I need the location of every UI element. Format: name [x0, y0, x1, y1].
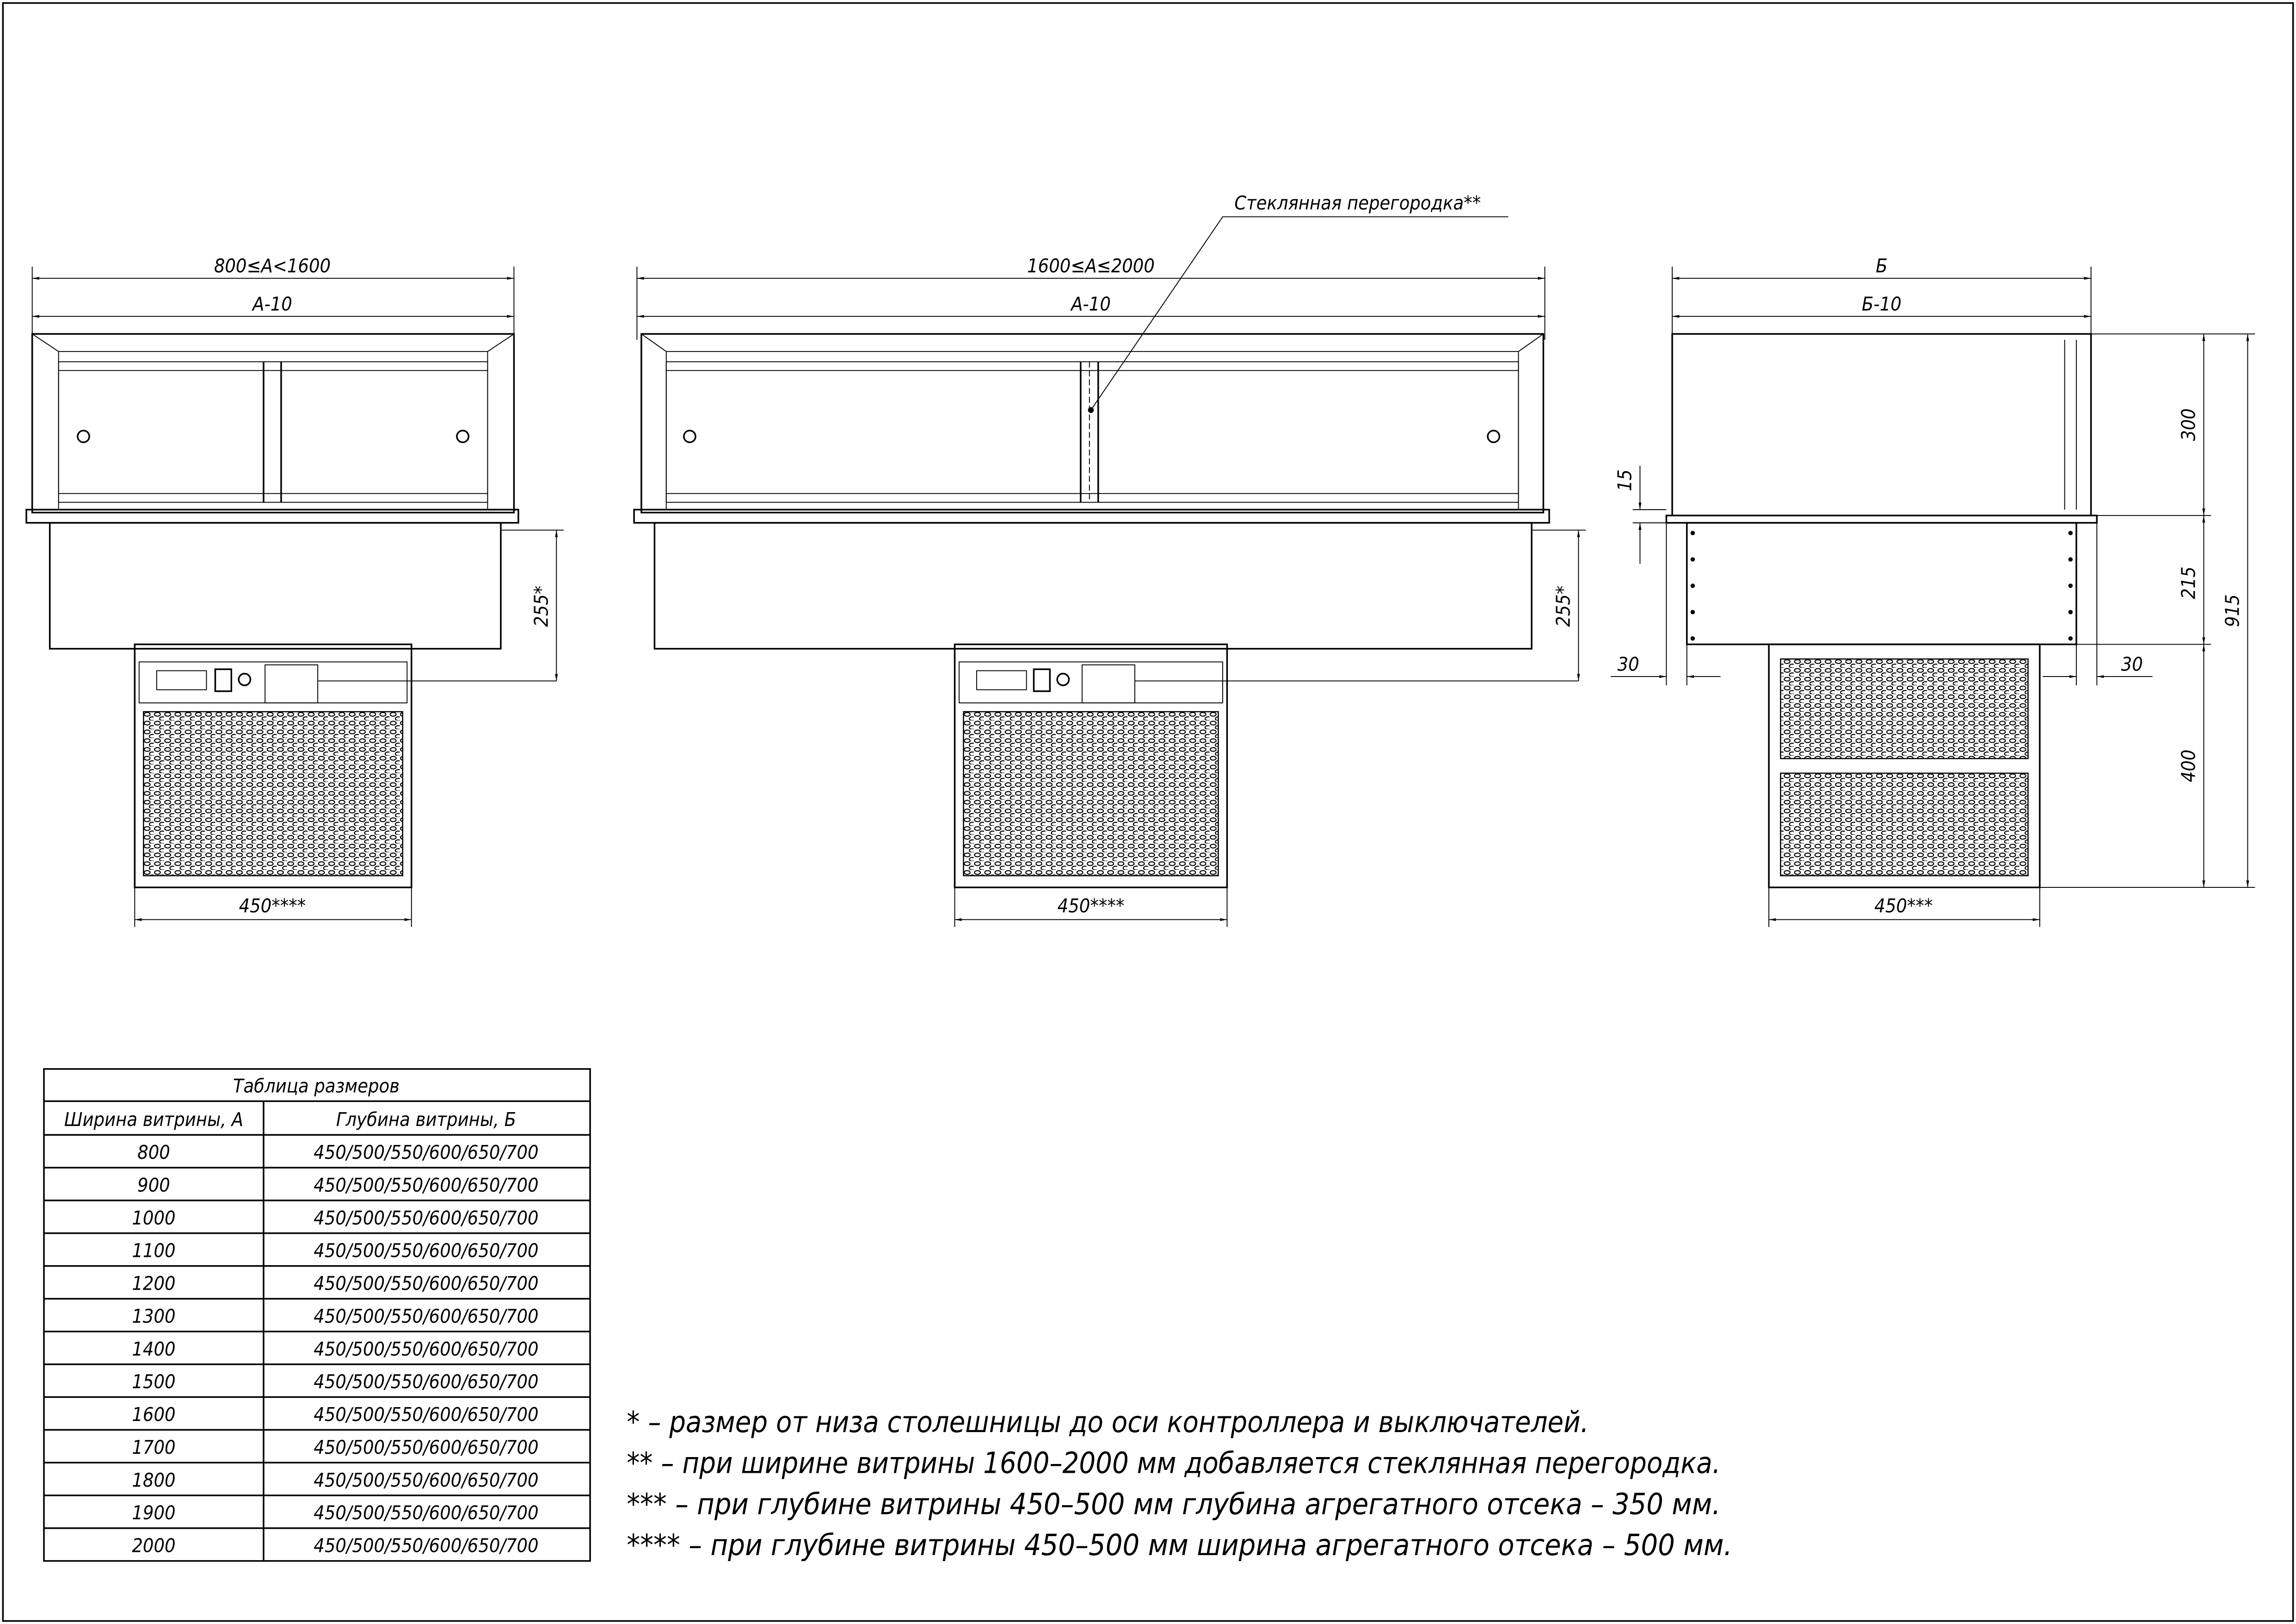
left-offset-dim: 30 [1618, 653, 1639, 675]
tub [49, 522, 502, 650]
countertop [25, 509, 519, 524]
table-cell-width: 1400 [132, 1338, 175, 1360]
overall-depth-dim: Б [1876, 255, 1887, 277]
table-cell-width: 1100 [132, 1240, 175, 1262]
overall-width-dim: 800≤A<1600 [214, 255, 331, 277]
unit-width-dim: 450**** [239, 895, 306, 917]
table-cell-depth: 450/500/550/600/650/700 [314, 1469, 538, 1491]
inner-width-dim: A-10 [1070, 293, 1111, 315]
tub-height-dim: 215 [2178, 566, 2200, 599]
door-handle-icon [683, 430, 696, 443]
footnotes: * – размер от низа столешницы до оси кон… [627, 1405, 1732, 1562]
controller-height-dim: 255* [1552, 586, 1574, 627]
controller-display [156, 670, 207, 690]
table-cell-width: 1600 [132, 1403, 175, 1426]
table-title: Таблица размеров [233, 1075, 400, 1097]
table-cell-depth: 450/500/550/600/650/700 [314, 1141, 538, 1163]
inner-depth-dim: Б-10 [1862, 293, 1902, 315]
indicator-icon [1056, 673, 1070, 686]
countertop [1665, 515, 2098, 524]
refrigeration-unit [1768, 643, 2041, 888]
front-view-narrow: 800≤A<1600 A-10 255* 450**** [25, 255, 564, 927]
controller-height-dim: 255* [530, 586, 552, 627]
front-view-wide: 1600≤A≤2000 A-10 Стеклянная перегородка*… [633, 192, 1586, 927]
table-cell-depth: 450/500/550/600/650/700 [314, 1207, 538, 1229]
unit-height-dim: 400 [2178, 750, 2200, 782]
table-cell-depth: 450/500/550/600/650/700 [314, 1502, 538, 1524]
table-cell-width: 1500 [132, 1371, 175, 1393]
glass-partition-label: Стеклянная перегородка** [1234, 192, 1481, 214]
switch-icon [1033, 668, 1051, 692]
table-cell-depth: 450/500/550/600/650/700 [314, 1436, 538, 1458]
table-cell-width: 800 [137, 1141, 170, 1163]
table-cell-width: 1000 [132, 1207, 175, 1229]
column-header-width: Ширина витрины, А [64, 1108, 243, 1131]
overall-width-dim: 1600≤A≤2000 [1027, 255, 1155, 277]
table-cell-depth: 450/500/550/600/650/700 [314, 1240, 538, 1262]
right-offset-dim: 30 [2121, 653, 2143, 675]
vent-grille [963, 711, 1219, 877]
switch-icon [214, 668, 233, 692]
door-handle-icon [77, 430, 90, 443]
vent-grille [143, 711, 404, 877]
size-table: Таблица размеров Ширина витрины, А Глуби… [43, 1068, 591, 1562]
tub [653, 522, 1533, 650]
footnote-1: * – размер от низа столешницы до оси кон… [627, 1405, 1588, 1439]
table-cell-depth: 450/500/550/600/650/700 [314, 1371, 538, 1393]
table-cell-depth: 450/500/550/600/650/700 [314, 1535, 538, 1557]
table-cell-depth: 450/500/550/600/650/700 [314, 1338, 538, 1360]
total-height-dim: 915 [2222, 594, 2244, 627]
table-cell-depth: 450/500/550/600/650/700 [314, 1273, 538, 1295]
table-cell-width: 1900 [132, 1502, 175, 1524]
table-cell-depth: 450/500/550/600/650/700 [314, 1403, 538, 1426]
footnote-2: ** – при ширине витрины 1600–2000 мм доб… [627, 1446, 1720, 1480]
tub [1686, 522, 2077, 646]
footnote-4: **** – при глубине витрины 450–500 мм ши… [627, 1528, 1732, 1562]
top-height-dim: 300 [2178, 408, 2200, 441]
column-header-depth: Глубина витрины, Б [336, 1108, 516, 1131]
inner-width-dim: A-10 [252, 293, 292, 315]
footnote-3: *** – при глубине витрины 450–500 мм глу… [627, 1487, 1720, 1521]
refrigeration-unit [954, 643, 1228, 888]
table-cell-depth: 450/500/550/600/650/700 [314, 1305, 538, 1327]
controller-display [976, 670, 1027, 690]
table-cell-width: 2000 [132, 1535, 175, 1557]
countertop [633, 509, 1550, 524]
unit-width-dim: 450**** [1058, 895, 1125, 917]
refrigeration-unit [134, 643, 412, 888]
vent-grille [1780, 658, 2029, 759]
side-view: Б Б-10 300 215 400 915 15 30 [1611, 255, 2255, 927]
unit-depth-dim: 450*** [1874, 895, 1933, 917]
counter-thickness-dim: 15 [1613, 469, 1636, 491]
vent-grille [1780, 772, 2029, 877]
table-cell-width: 900 [137, 1174, 170, 1196]
table-cell-width: 1300 [132, 1305, 175, 1327]
table-cell-width: 1800 [132, 1469, 175, 1491]
indicator-icon [238, 673, 252, 686]
table-cell-width: 1700 [132, 1436, 175, 1458]
door-handle-icon [456, 430, 470, 443]
door-handle-icon [1487, 430, 1501, 443]
table-cell-width: 1200 [132, 1273, 175, 1295]
table-cell-depth: 450/500/550/600/650/700 [314, 1174, 538, 1196]
